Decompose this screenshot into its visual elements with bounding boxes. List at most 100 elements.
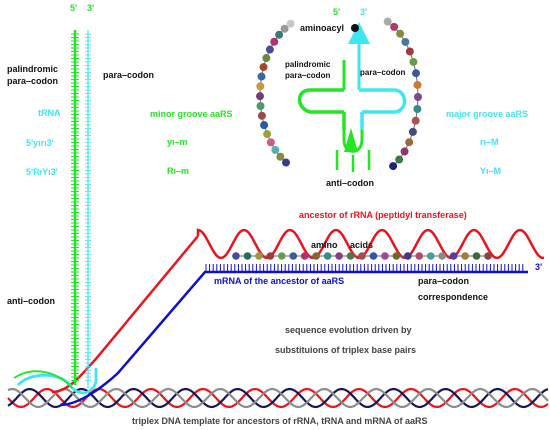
right-aars-bead: [412, 69, 421, 78]
mrna-label: mRNA of the ancestor of aaRS: [214, 276, 344, 286]
amino-acid-bead: [243, 252, 252, 260]
amino-acid-bead: [266, 252, 275, 260]
right-aars-bead: [389, 162, 398, 171]
left-aars-bead: [256, 102, 265, 111]
left-aars-bead: [286, 19, 295, 28]
amino-acid-bead: [312, 252, 320, 260]
amino-acid-bead: [426, 252, 435, 260]
y1-m-label: yı–m: [167, 137, 188, 147]
amino-label: amino: [311, 240, 338, 250]
major-groove-aars-chain: [383, 17, 422, 171]
anti-codon-trna-label: anti–codon: [326, 178, 374, 188]
rrna-strand: [51, 235, 199, 394]
right-aars-bead: [413, 93, 422, 102]
left-aars-bead: [259, 63, 268, 72]
helix-strand: [7, 387, 549, 409]
left-aars-bead: [256, 82, 265, 91]
left-aars-bead: [257, 111, 266, 120]
right-aars-bead: [401, 37, 410, 46]
rrna-wave: [196, 228, 544, 260]
right-aars-bead: [405, 138, 414, 147]
Y1-M-label: Yı–M: [480, 166, 501, 176]
para-codon-trna-right: para–codon: [360, 68, 405, 77]
cyan-template-strand: [85, 30, 91, 388]
left-aars-bead: [271, 145, 280, 154]
correspondence-label: correspondence: [418, 292, 488, 302]
green-loop: [13, 370, 73, 389]
amino-acid-bead: [289, 252, 298, 260]
strand-3-label: 3': [87, 3, 94, 13]
right-aars-bead: [413, 80, 422, 89]
evolution-label-1: sequence evolution driven by: [285, 325, 412, 335]
acids-label: acids: [350, 240, 373, 250]
left-aars-bead: [276, 152, 285, 161]
trna-cloverleaf: [297, 22, 407, 172]
left-aars-bead: [263, 130, 272, 139]
r1-m-label: Rı–m: [167, 166, 189, 176]
amino-acid-bead: [255, 252, 263, 260]
right-aars-bead: [390, 22, 399, 31]
right-aars-bead: [405, 47, 414, 56]
trna-5-label: 5': [333, 7, 340, 17]
evolution-label-2: substituions of triplex base pairs: [275, 345, 416, 355]
anti-codon-label-left: anti–codon: [7, 296, 55, 306]
left-aars-bead: [256, 92, 265, 101]
amino-acid-chain: [232, 252, 492, 260]
right-aars-bead: [400, 147, 409, 156]
palindromic-trna-label: palindromic: [285, 60, 331, 69]
left-aars-bead: [280, 24, 289, 33]
helix-strand: [7, 387, 549, 409]
green-template-strand: [71, 30, 79, 385]
amino-acid-bead: [381, 252, 389, 260]
right-aars-bead: [396, 29, 405, 38]
para-codon-label-mid: para–codon: [103, 70, 154, 80]
para-codon-trna-left: para–codon: [285, 71, 330, 80]
para-codon-label-right: para–codon: [418, 276, 469, 286]
trna-label: tRNA: [38, 108, 61, 118]
formula-left-1: 5'yırı3': [26, 138, 54, 148]
amino-acid-bead: [404, 252, 412, 260]
right-aars-bead: [408, 127, 417, 136]
mrna-3-label: 3': [535, 262, 542, 272]
amino-acid-bead: [449, 252, 458, 260]
amino-acid-bead: [472, 252, 481, 260]
left-aars-bead: [266, 138, 275, 147]
amino-acid-bead: [369, 252, 378, 260]
bottom-caption: triplex DNA template for ancestors of rR…: [132, 416, 428, 426]
right-aars-bead: [411, 116, 420, 125]
amino-acid-bead: [323, 252, 332, 260]
strand-5-label: 5': [70, 3, 77, 13]
major-groove-label: major groove aaRS: [446, 109, 528, 119]
mrna-codon-ticks: [205, 264, 524, 272]
left-aars-bead: [260, 121, 269, 130]
minor-groove-label: minor groove aaRS: [150, 109, 233, 119]
left-aars-bead: [281, 158, 290, 167]
amino-acid-bead: [484, 252, 492, 260]
palindromic-label: palindromic: [7, 64, 58, 74]
amino-acid-bead: [438, 252, 446, 260]
left-aars-bead: [275, 30, 284, 39]
right-aars-bead: [413, 105, 422, 114]
right-aars-bead: [409, 57, 418, 66]
aminoacyl-label: aminoacyl: [300, 23, 344, 33]
left-aars-bead: [265, 45, 274, 54]
amino-acid-bead: [300, 252, 309, 260]
amino-acid-bead: [346, 252, 355, 260]
amino-acid-bead: [358, 252, 366, 260]
r1-M-label: rı–M: [480, 137, 499, 147]
amino-acid-bead: [392, 252, 401, 260]
para-codon-label-left: para–codon: [7, 76, 58, 86]
minor-groove-aars-chain: [256, 19, 295, 167]
amino-acid-bead: [415, 252, 424, 260]
ancestor-rrna-label: ancestor of rRNA (peptidyl transferase): [299, 210, 467, 220]
amino-acid-bead: [278, 252, 286, 260]
right-aars-bead: [395, 155, 404, 164]
trna-3-label: 3': [360, 7, 367, 17]
formula-left-2: 5'RıYı3': [26, 167, 58, 177]
right-aars-bead: [383, 17, 392, 26]
mrna-strand: [59, 270, 528, 407]
left-aars-bead: [270, 37, 279, 46]
amino-acid-bead: [335, 252, 343, 260]
